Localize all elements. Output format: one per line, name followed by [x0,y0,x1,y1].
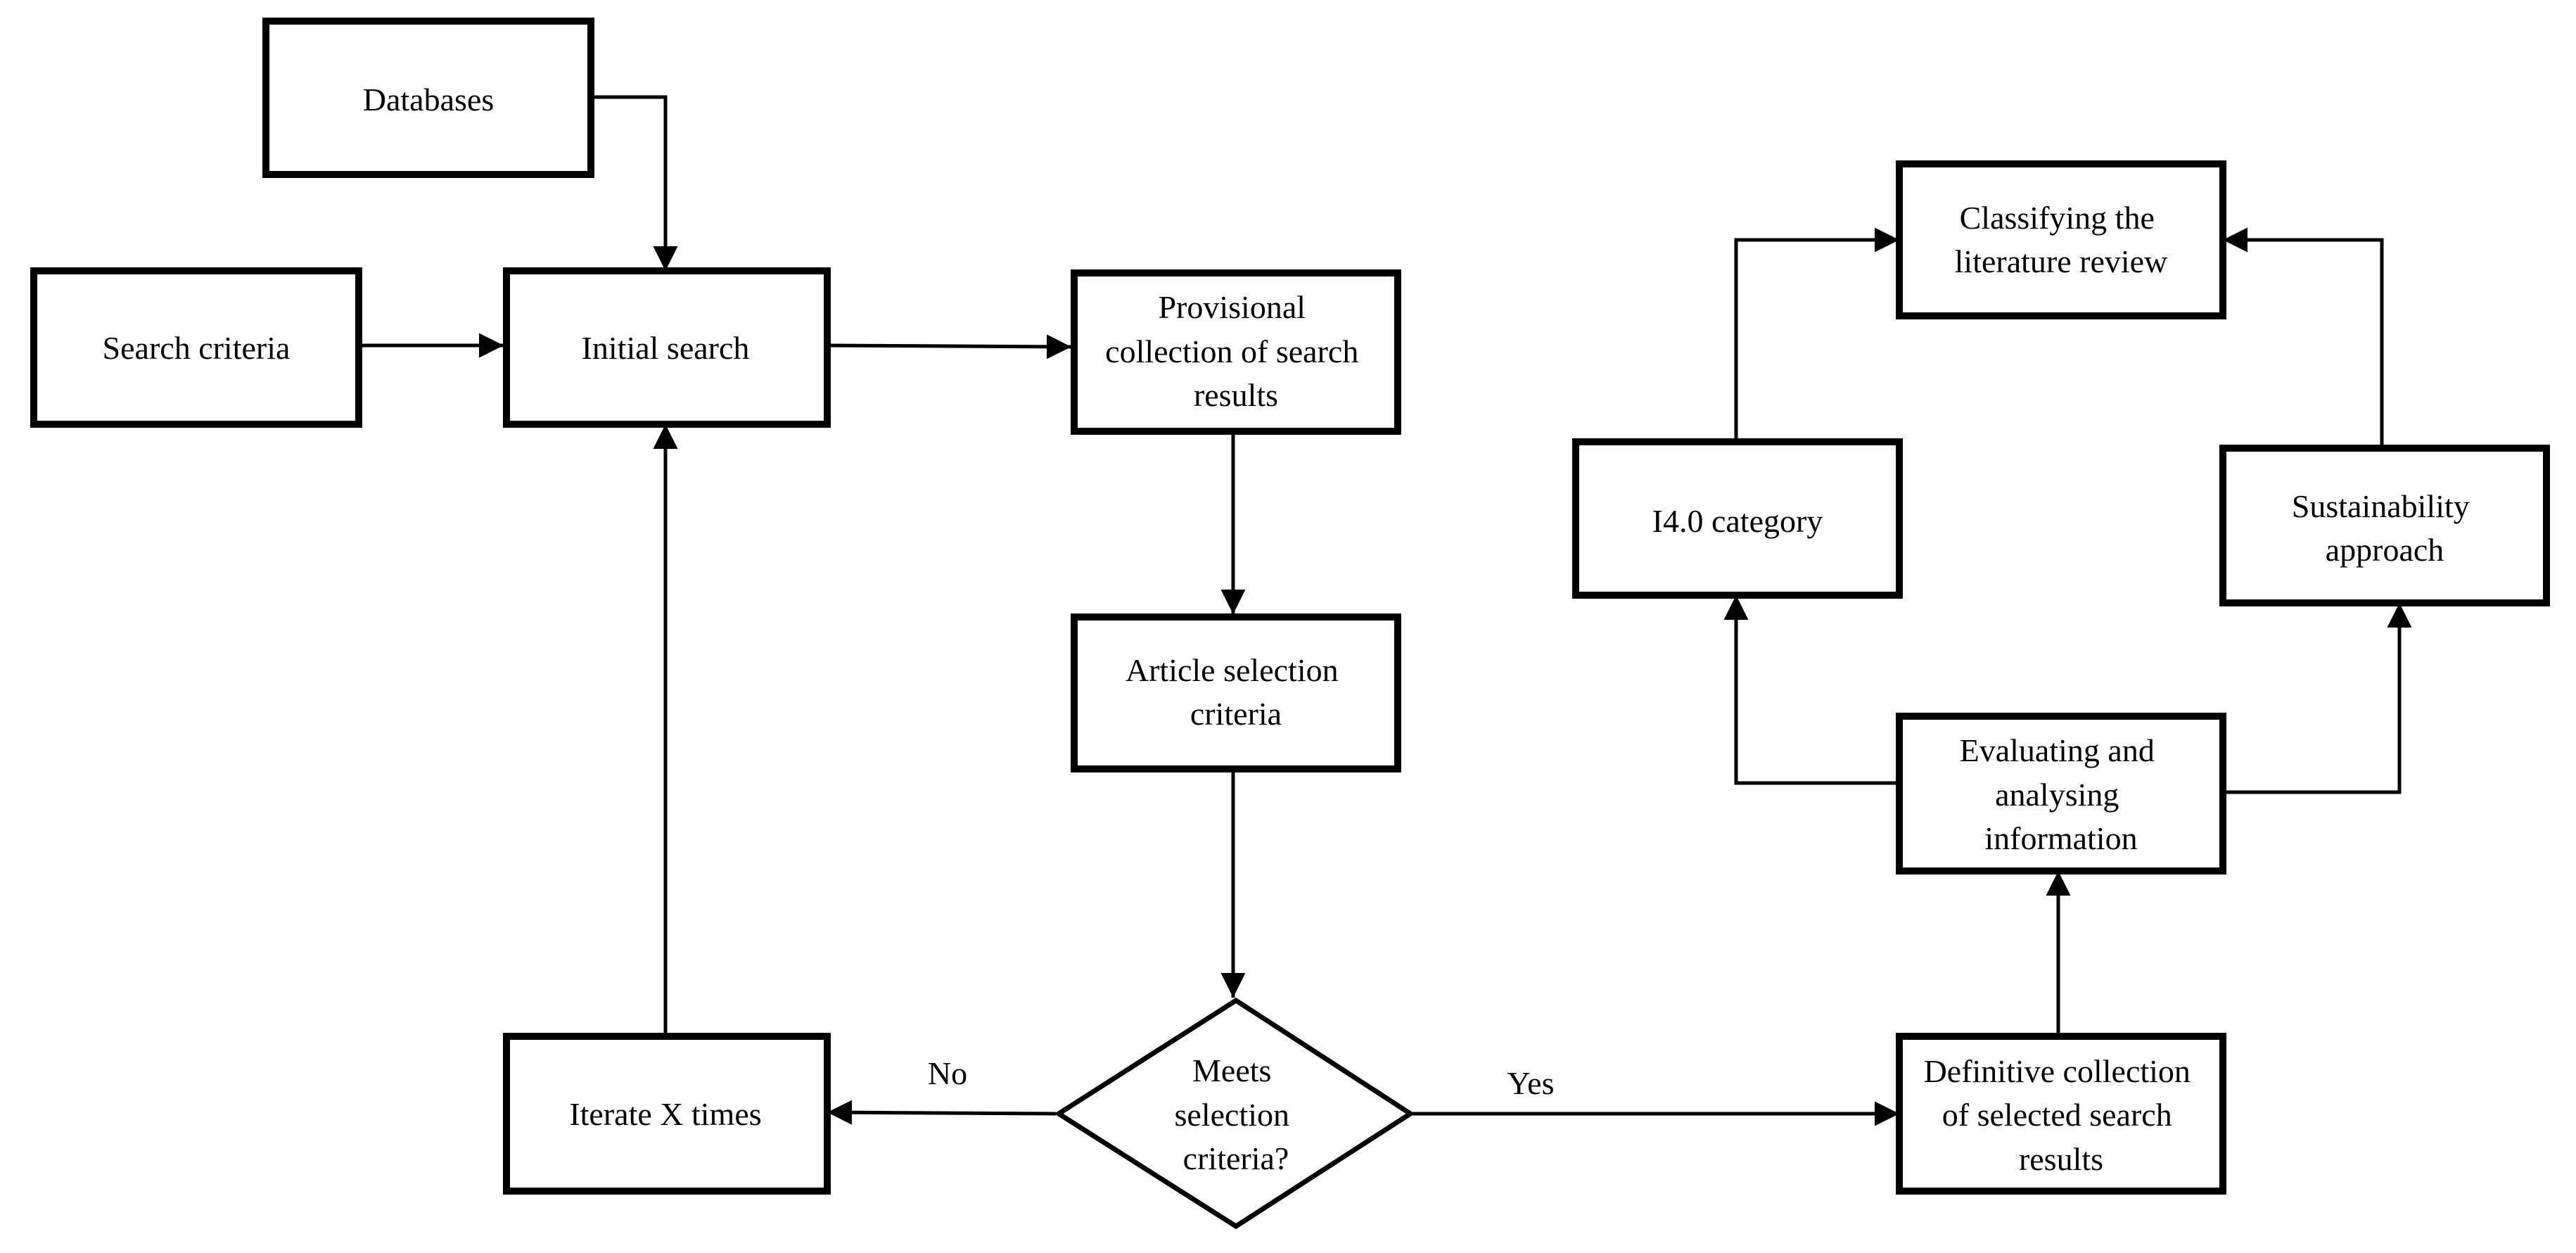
evaluating-label: Evaluating and analysing information [1960,732,2163,856]
node-databases: Databases [262,18,594,178]
node-i40-category: I4.0 category [1572,438,1903,599]
article-selection-label: Article selection criteria [1126,652,1346,732]
provisional-collection-label: Provisional collection of search results [1105,289,1367,413]
node-decision-meets-criteria: Meets selection criteria? [1054,997,1415,1230]
arrow-initial-search-to-provisional [827,334,1072,360]
initial-search-label: Initial search [582,330,750,366]
classifying-label: Classifying the literature review [1955,200,2168,279]
search-criteria-label: Search criteria [103,330,291,366]
node-classifying: Classifying the literature review [1896,160,2226,319]
definitive-collection-label: Definitive collection of selected search… [1924,1053,2199,1177]
node-definitive-collection: Definitive collection of selected search… [1896,1033,2226,1195]
arrow-sustainability-to-classifying [2223,227,2384,448]
databases-label: Databases [363,82,494,117]
edge-label-no: No [928,1055,967,1091]
i40-category-label: I4.0 category [1652,503,1823,539]
connectors [359,95,2412,1126]
arrow-databases-to-initial-search [591,95,678,271]
node-initial-search: Initial search [503,267,831,428]
edge-label-yes: Yes [1507,1065,1555,1101]
node-provisional-collection: Provisional collection of search results [1071,269,1401,435]
iterate-label: Iterate X times [569,1096,761,1132]
node-article-selection-criteria: Article selection criteria [1071,613,1401,772]
node-search-criteria: Search criteria [30,267,362,428]
node-sustainability: Sustainability approach [2219,445,2550,606]
arrow-i40-category-to-classifying [1734,227,1899,442]
sustainability-label: Sustainability approach [2292,488,2478,568]
decision-label: Meets selection criteria? [1175,1052,1298,1176]
arrow-evaluating-to-i40-category [1723,595,1899,785]
arrow-decision-no-to-iterate [827,1100,1057,1125]
node-iterate: Iterate X times [503,1033,831,1195]
node-evaluating: Evaluating and analysing information [1896,713,2226,874]
arrow-evaluating-to-sustainability [2223,603,2412,794]
